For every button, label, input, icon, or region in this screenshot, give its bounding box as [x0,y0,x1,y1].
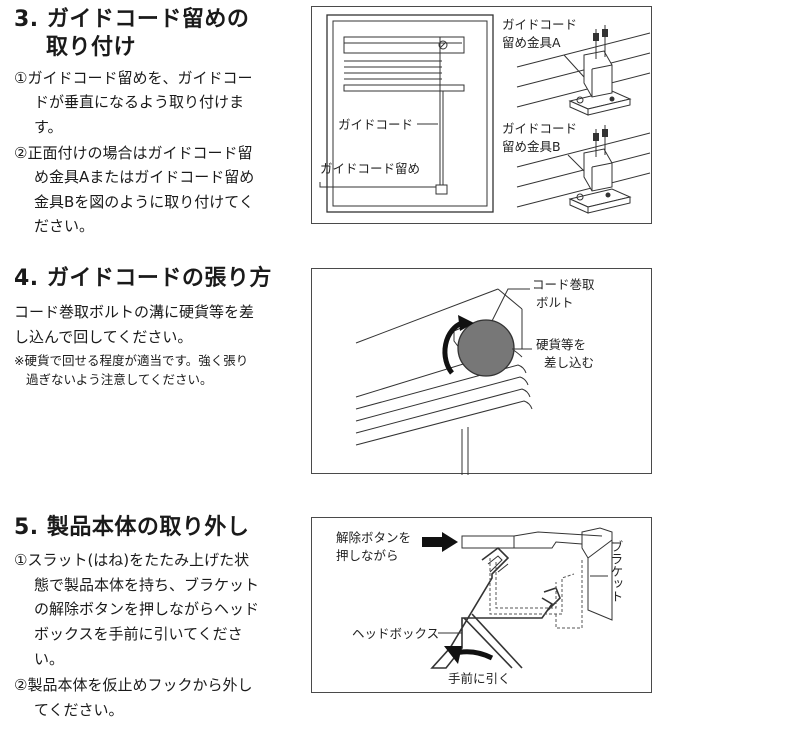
bracket-a-drawing [568,25,632,116]
figure-5-drawing: 解除ボタンを 押しながら ブラケット ヘッドボックス 手前に引く [336,527,624,686]
section-3-heading-line1: 3. ガイドコード留めの [14,7,250,32]
bolt-label-line2: ボルト [536,295,574,310]
figure-3-drawing: ガイドコード ガイドコード留め ガイドコード 留め金具A ガイドコード 留め金具… [319,14,651,214]
guide-cord-stop-label: ガイドコード留め [320,161,420,176]
note-line: ※硬貨で回せる程度が適当です。強く張り [14,353,249,368]
figure-guide-cord-tension: コード巻取 ボルト 硬貨等を 差し込む [311,268,652,475]
text-line: す。 [34,118,63,136]
coin-label-line1: 硬貨等を [536,337,586,352]
text-line: ドが垂直になるよう取り付けま [34,93,245,111]
text-line: い。 [34,650,65,668]
section-5-heading: 5. 製品本体の取り外し [14,515,250,540]
text-line: ださい。 [34,217,95,235]
text-line: 金具Bを図のように取り付けてく [34,193,254,211]
headbox-label: ヘッドボックス [352,626,439,641]
text-line: の解除ボタンを押しながらヘッド [34,600,260,618]
bracket-b-label-line1: ガイドコード [502,121,577,136]
bracket-a-label-line2: 留め金具A [502,35,561,50]
bracket-label: ブラケット [609,539,624,603]
text-line: コード巻取ボルトの溝に硬貨等を差 [14,303,255,321]
bracket-b-drawing [568,125,632,214]
pull-label: 手前に引く [448,671,511,686]
text-line: め金具Aまたはガイドコード留め [34,168,255,186]
text-line: し込んで回してください。 [14,328,193,346]
section-4-heading: 4. ガイドコードの張り方 [14,266,272,291]
figure-product-removal: 解除ボタンを 押しながら ブラケット ヘッドボックス 手前に引く [311,517,652,693]
text-line: ボックスを手前に引いてくださ [34,625,243,643]
text-line: ②製品本体を仮止めフックから外し [14,676,253,694]
figure-guide-cord-stop: ガイドコード ガイドコード留め ガイドコード 留め金具A ガイドコード 留め金具… [311,6,652,224]
text-line: てください。 [34,701,124,719]
guide-cord-label: ガイドコード [338,117,413,132]
bracket-b-label-line2: 留め金具B [502,139,561,154]
text-line: 態で製品本体を持ち、ブラケット [34,576,260,594]
bracket-a-label-line1: ガイドコード [502,17,577,32]
text-line: ②正面付けの場合はガイドコード留 [14,144,253,162]
note-line: 過ぎないよう注意してください。 [26,372,213,387]
text-line: ①ガイドコード留めを、ガイドコー [14,69,253,87]
release-label-line2: 押しながら [336,548,399,563]
section-3-heading-line2: 取り付け [46,35,137,60]
release-label-line1: 解除ボタンを [336,530,411,545]
text-line: ①スラット(はね)をたたみ上げた状 [14,551,250,569]
bolt-label-line1: コード巻取 [532,277,595,292]
figure-4-drawing: コード巻取 ボルト 硬貨等を 差し込む [355,277,595,475]
coin-label-line2: 差し込む [544,355,594,370]
